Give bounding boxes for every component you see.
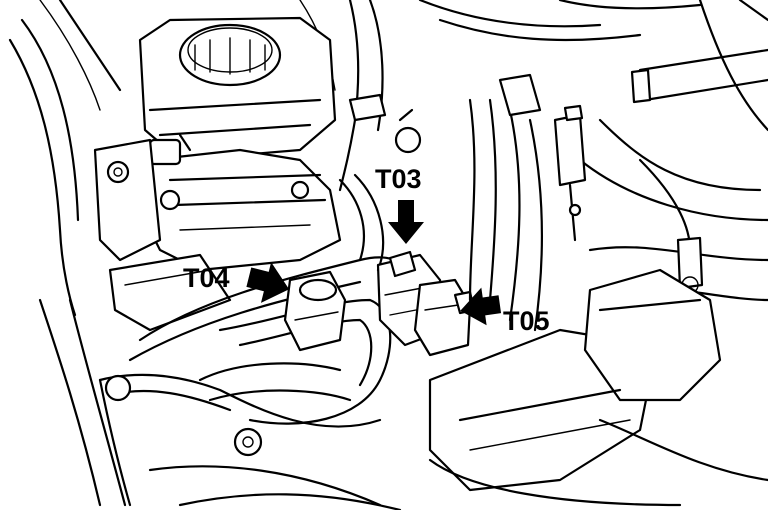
callout-t04: T04 xyxy=(183,263,230,293)
lower-pipes xyxy=(148,362,402,510)
connector-t05 xyxy=(413,278,476,357)
air-cleaner-housing xyxy=(428,268,768,507)
connector-t04 xyxy=(283,270,347,352)
callout-t03: T03 xyxy=(375,164,422,194)
t04-arrow xyxy=(246,262,290,303)
t03-arrow xyxy=(388,200,424,244)
callout-t05: T05 xyxy=(503,306,550,336)
right-harness xyxy=(468,73,704,332)
brake-booster-bracket xyxy=(93,138,232,332)
master-cylinder-body xyxy=(138,133,342,272)
t05-arrow xyxy=(460,287,502,326)
background-lines xyxy=(8,0,768,507)
